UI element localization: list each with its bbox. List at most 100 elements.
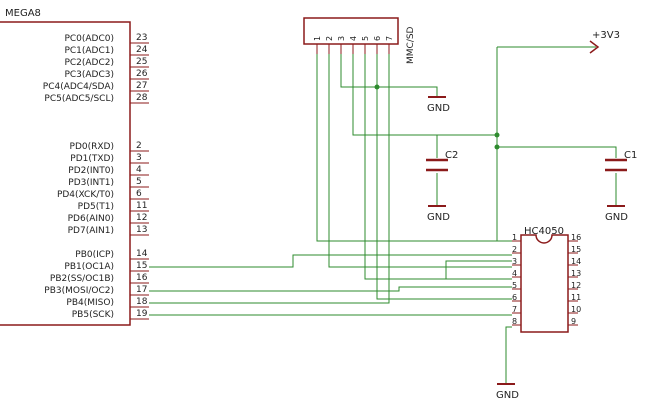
- mega8-pin-name: PB1(OC1A): [64, 262, 114, 272]
- hc4050-left-pin-number: 5: [512, 281, 517, 290]
- mega8-pin-number: 17: [136, 285, 147, 295]
- mega8-pin-name: PC5(ADC5/SCL): [44, 94, 114, 104]
- mega8-pin-number: 2: [136, 141, 142, 151]
- wire-mmc6: [376, 54, 512, 300]
- mega8-pin-number: 18: [136, 297, 148, 307]
- junction-dot: [494, 132, 500, 138]
- mega8-pin-number: 25: [136, 57, 147, 67]
- capacitor-c1: C1: [605, 150, 637, 172]
- mega8-pin-name: PC4(ADC4/SDA): [43, 82, 114, 92]
- hc4050-right-pin-number: 9: [571, 317, 576, 326]
- mmc-body: [303, 17, 399, 45]
- gnd-c1: GND: [605, 205, 628, 223]
- hc4050-left-pin-number: 6: [512, 293, 517, 302]
- mega8-pin-name: PC2(ADC2): [64, 58, 114, 68]
- wire-vcc-c1: [497, 146, 617, 158]
- hc4050-right-pin-number: 15: [571, 245, 581, 254]
- wire-vcc-rail: [496, 47, 512, 242]
- mega8-pin-name: PD7(AIN1): [68, 226, 114, 236]
- mega8-pin-number: 13: [136, 225, 147, 235]
- hc4050-left-pin-number: 1: [512, 233, 517, 242]
- c1-label: C1: [624, 150, 637, 161]
- mmc-pin-number: 3: [337, 36, 346, 41]
- mega8-pin-number: 3: [136, 153, 142, 163]
- mega8-chip: MEGA8 PC0(ADC0)23PC1(ADC1)24PC2(ADC2)25P…: [0, 8, 149, 326]
- mmc-pin-number: 7: [385, 36, 394, 41]
- mega8-pin-name: PB5(SCK): [72, 310, 114, 320]
- mmc-pin-number: 2: [325, 36, 334, 41]
- mega8-pin-number: 15: [136, 261, 147, 271]
- wire-mmc1: [316, 54, 512, 242]
- hc4050-right-pin-number: 11: [571, 293, 581, 302]
- mega8-pin-name: PB4(MISO): [66, 298, 114, 308]
- wire-hc3: [445, 260, 512, 279]
- mega8-pin-name: PD2(INT0): [68, 166, 114, 176]
- gnd-mmc: GND: [427, 96, 450, 114]
- mega8-pin-name: PD6(AIN0): [68, 214, 114, 224]
- mmc-pin-number: 1: [313, 36, 322, 41]
- mega8-pin-name: PD0(RXD): [70, 142, 114, 152]
- mega8-pin-number: 26: [136, 69, 148, 79]
- wire-mmc5: [364, 54, 512, 280]
- hc4050-right-pin-number: 12: [571, 281, 581, 290]
- hc4050-left-pin-number: 2: [512, 245, 517, 254]
- wire-pb3: [149, 286, 512, 292]
- mega8-pin-number: 4: [136, 165, 142, 175]
- mmc-pin-number: 5: [361, 36, 370, 41]
- gnd-hc4050: GND: [496, 383, 519, 401]
- mega8-pin-number: 27: [136, 81, 147, 91]
- mmc-pin-number: 4: [349, 36, 358, 41]
- mega8-pin-number: 23: [136, 33, 147, 43]
- mega8-pin-name: PC1(ADC1): [64, 46, 114, 56]
- hc4050-left-pin-number: 7: [512, 305, 517, 314]
- hc4050-left-pin-number: 3: [512, 257, 517, 266]
- mega8-pin-name: PB0(ICP): [75, 250, 114, 260]
- mega8-pin-number: 11: [136, 201, 147, 211]
- mega8-pin-list: PC0(ADC0)23PC1(ADC1)24PC2(ADC2)25PC3(ADC…: [43, 33, 149, 320]
- mega8-title: MEGA8: [5, 8, 41, 19]
- mega8-pin-name: PB3(MOSI/OC2): [44, 286, 114, 296]
- mega8-pin-name: PD5(T1): [78, 202, 114, 212]
- hc4050-left-pin-number: 8: [512, 317, 517, 326]
- hc4050-right-pin-number: 16: [571, 233, 581, 242]
- mega8-pin-number: 6: [136, 189, 142, 199]
- mega8-pin-name: PC0(ADC0): [64, 34, 114, 44]
- wire-hc8-gnd: [505, 326, 512, 383]
- gnd-c2: GND: [427, 205, 450, 223]
- hc4050-body: [520, 234, 569, 333]
- wire-mmc4-vcc: [352, 54, 497, 136]
- mega8-body: [0, 21, 131, 326]
- hc4050-right-pin-number: 13: [571, 269, 581, 278]
- hc4050-right-pin-number: 10: [571, 305, 581, 314]
- gnd-label: GND: [605, 212, 628, 223]
- wire-pb4: [149, 54, 390, 304]
- hc4050-right-pin-number: 14: [571, 257, 581, 266]
- hc4050-label: HC4050: [524, 226, 564, 237]
- mega8-pin-name: PD3(INT1): [68, 178, 114, 188]
- mega8-pin-number: 5: [136, 177, 142, 187]
- mega8-pin-name: PC3(ADC3): [64, 70, 114, 80]
- c2-label: C2: [445, 150, 458, 161]
- gnd-label: GND: [427, 103, 450, 114]
- gnd-label: GND: [427, 212, 450, 223]
- hc4050-left-pin-number: 4: [512, 269, 517, 278]
- wire-mmc2: [328, 54, 512, 268]
- mega8-pin-number: 24: [136, 45, 148, 55]
- junctions: [374, 84, 500, 150]
- mega8-pin-number: 16: [136, 273, 148, 283]
- mega8-pin-name: PB2(SS/OC1B): [50, 274, 114, 284]
- wire-net: [149, 46, 617, 383]
- mega8-pin-number: 28: [136, 93, 148, 103]
- capacitor-c2: C2: [426, 150, 458, 172]
- wire-mmc3-gnd: [340, 54, 438, 96]
- gnd-label: GND: [496, 390, 519, 401]
- mega8-pin-number: 14: [136, 249, 148, 259]
- supply-3v3: +3V3: [589, 30, 620, 54]
- mega8-pin-number: 19: [136, 309, 148, 319]
- supply-arrow-icon: [589, 40, 600, 54]
